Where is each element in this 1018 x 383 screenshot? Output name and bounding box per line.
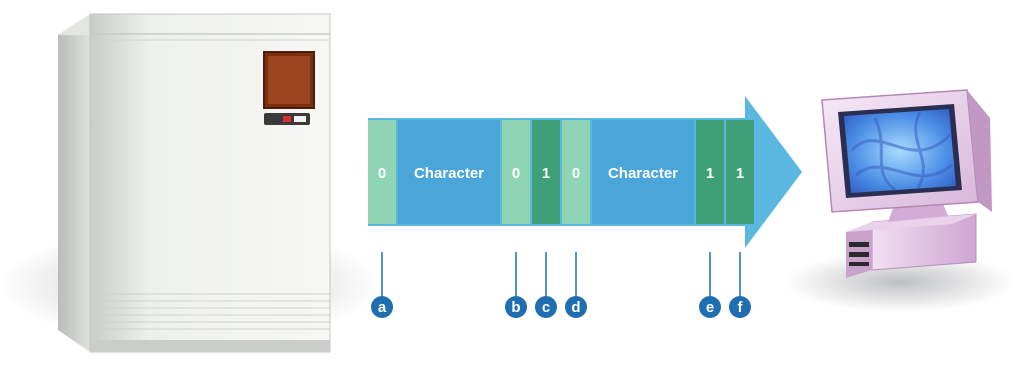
stream-segment-label: 0 bbox=[378, 165, 386, 182]
character-stream: 0 Character 0 1 0 Character 1 1 bbox=[368, 120, 754, 224]
stream-segment-label: 1 bbox=[542, 165, 550, 182]
marker-circle bbox=[371, 296, 393, 318]
marker-circle bbox=[535, 296, 557, 318]
stream-segment bbox=[398, 120, 500, 224]
stream-segment bbox=[368, 120, 396, 224]
marker-circle bbox=[729, 296, 751, 318]
stream-segment bbox=[726, 120, 754, 224]
server-icon bbox=[0, 13, 380, 353]
marker-letter: f bbox=[738, 299, 744, 316]
marker-letter: c bbox=[542, 299, 550, 316]
stream-segment bbox=[532, 120, 560, 224]
marker-letter: d bbox=[571, 299, 580, 316]
stream-segment-label: 0 bbox=[572, 165, 580, 182]
stream-segment-label: Character bbox=[608, 165, 678, 182]
stream-segment-label: 1 bbox=[706, 165, 714, 182]
stream-segment bbox=[592, 120, 694, 224]
stream-segment-label: Character bbox=[414, 165, 484, 182]
marker-letter: e bbox=[706, 299, 714, 316]
stream-segment-label: 0 bbox=[512, 165, 520, 182]
computer-monitor-icon bbox=[785, 89, 1015, 312]
stream-segment bbox=[696, 120, 724, 224]
marker-circle bbox=[505, 296, 527, 318]
marker-letter: a bbox=[378, 299, 387, 316]
marker-letter: b bbox=[511, 299, 520, 316]
stream-segment bbox=[562, 120, 590, 224]
marker-circle bbox=[699, 296, 721, 318]
marker-circle bbox=[565, 296, 587, 318]
stream-segment bbox=[502, 120, 530, 224]
stream-segment-label: 1 bbox=[736, 165, 744, 182]
bit-markers: a b c d e f bbox=[371, 252, 751, 318]
